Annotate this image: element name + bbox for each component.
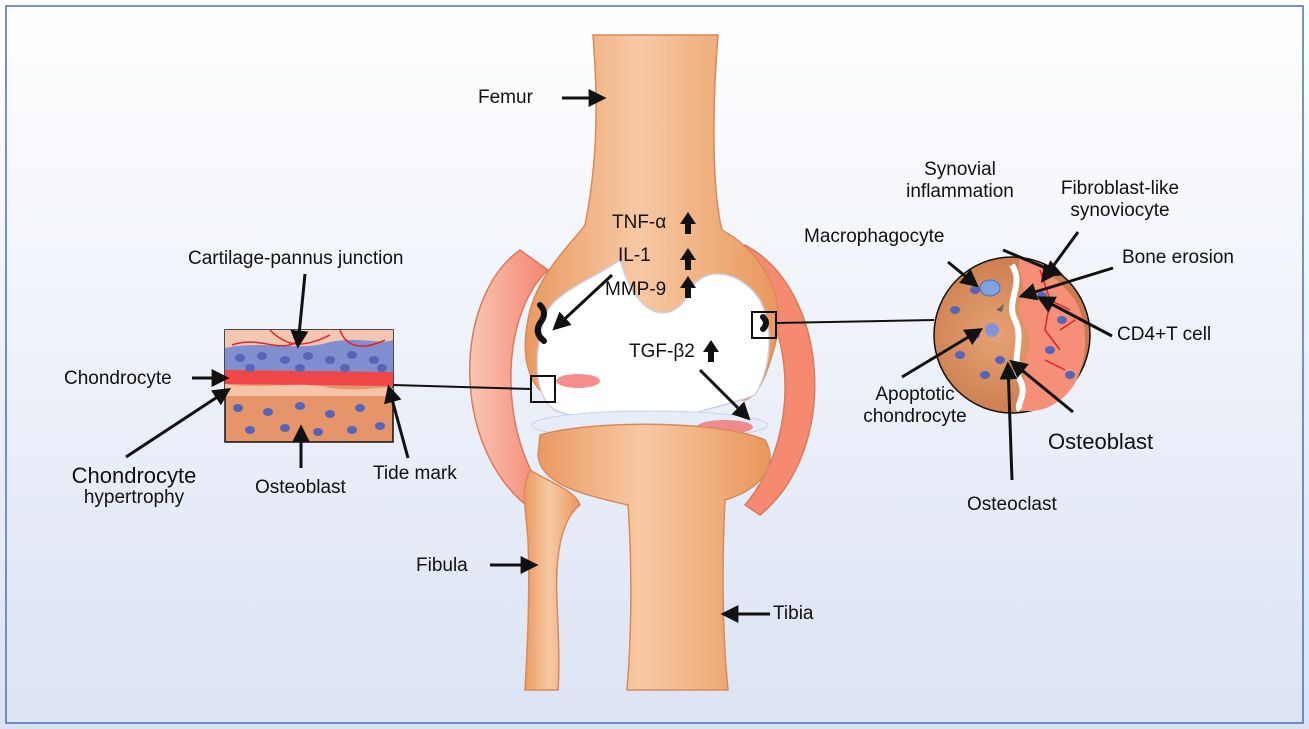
label-cd4-t-cell: CD4+T cell <box>1117 324 1211 346</box>
label-fibula: Fibula <box>416 555 468 577</box>
label-apoptotic-chondrocyte-1: Apoptotic <box>860 384 970 406</box>
label-fibroblast-like-synoviocyte-1: Fibroblast-like <box>1045 178 1195 200</box>
label-cartilage-pannus-junction: Cartilage-pannus junction <box>188 248 403 270</box>
inflammation-spot-left <box>556 374 600 388</box>
label-osteoblast-right: Osteoblast <box>1048 429 1153 455</box>
label-femur: Femur <box>478 87 533 109</box>
label-synovial-inflammation-2: inflammation <box>900 181 1020 203</box>
label-macrophagocyte: Macrophagocyte <box>804 226 944 248</box>
label-chondrocyte-hypertrophy-1: Chondrocyte <box>66 463 202 489</box>
label-osteoblast-left: Osteoblast <box>255 477 346 499</box>
label-bone-erosion: Bone erosion <box>1122 247 1234 269</box>
label-apoptotic-chondrocyte-2: chondrocyte <box>860 406 970 428</box>
label-tibia: Tibia <box>773 603 813 625</box>
label-mmp9: MMP-9 <box>605 279 666 301</box>
label-tnf-alpha: TNF-α <box>612 212 666 234</box>
label-tide-mark: Tide mark <box>373 463 457 485</box>
label-fibroblast-like-synoviocyte-2: synoviocyte <box>1045 200 1195 222</box>
label-chondrocyte: Chondrocyte <box>64 368 172 390</box>
label-synovial-inflammation-1: Synovial <box>900 159 1020 181</box>
label-il1: IL-1 <box>618 245 651 267</box>
cartilage-zoom-panel <box>225 330 393 442</box>
erosion-mark-right <box>763 317 766 329</box>
label-tgf-beta2: TGF-β2 <box>629 341 695 363</box>
label-chondrocyte-hypertrophy-2: hypertrophy <box>66 487 202 509</box>
label-osteoclast: Osteoclast <box>967 494 1057 516</box>
